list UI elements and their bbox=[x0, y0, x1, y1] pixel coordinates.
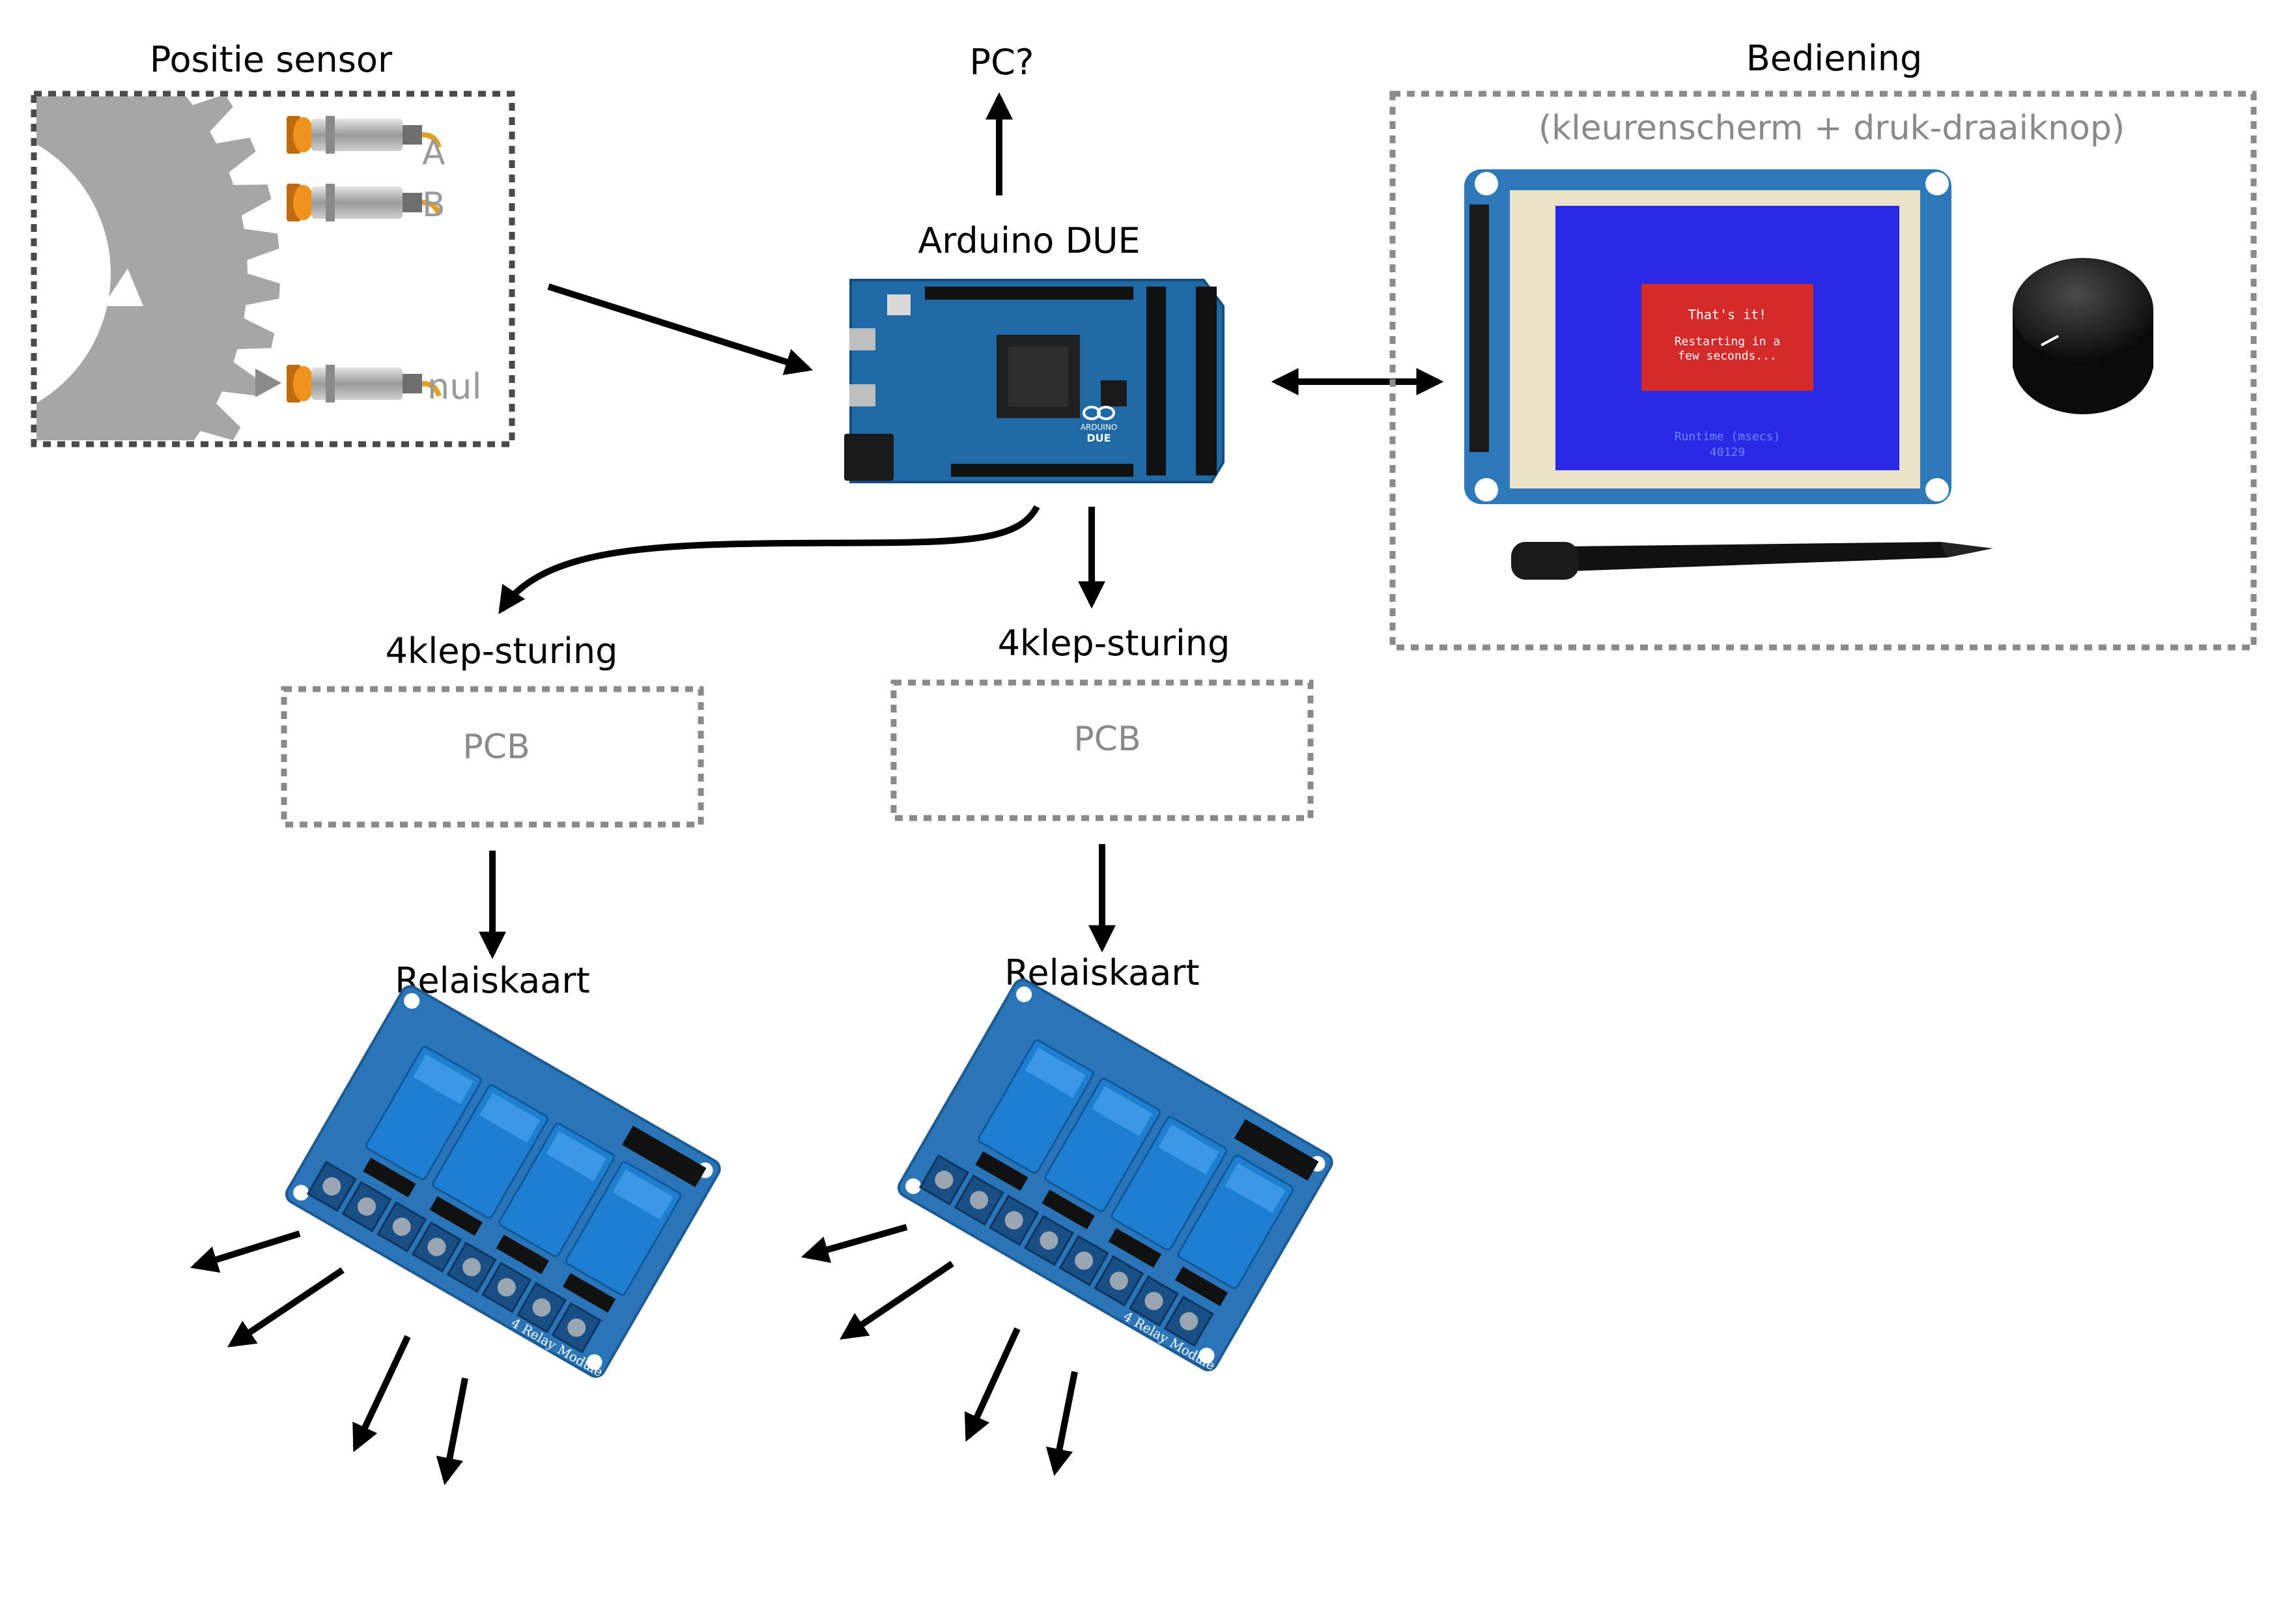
arduino-label: Arduino DUE bbox=[918, 220, 1140, 261]
screen-line1: That's it! bbox=[1688, 307, 1766, 322]
screen-footer2: 40129 bbox=[1710, 445, 1745, 459]
relay-module-left-icon: 4 Relay Module bbox=[285, 985, 721, 1380]
relay-left-output-arrow-2 bbox=[227, 1267, 345, 1348]
position-sensor-title: Positie sensor bbox=[150, 39, 393, 80]
pcb-right-label: PCB bbox=[1073, 720, 1141, 759]
relay-left-output-arrow-1 bbox=[190, 1230, 301, 1273]
tft-display-module-icon: That's it! Restarting in a few seconds..… bbox=[1464, 169, 1951, 504]
pc-label: PC? bbox=[970, 42, 1034, 83]
gear-marker-triangle-icon bbox=[103, 268, 143, 306]
inductive-sensor-a-icon bbox=[287, 116, 442, 154]
pcb-left-label: PCB bbox=[462, 728, 530, 767]
relay-right-output-arrow-4 bbox=[1045, 1371, 1078, 1477]
gear-wheel-icon bbox=[36, 96, 280, 440]
arduino-infinity-logo-icon bbox=[1083, 406, 1115, 420]
klep-left-label: 4klep-sturing bbox=[386, 630, 618, 672]
relay-right-output-arrow-1 bbox=[801, 1224, 908, 1263]
screen-line2: Restarting in a bbox=[1675, 335, 1781, 348]
arduino-board-model: DUE bbox=[1086, 432, 1111, 444]
sensor-nul-label: nul bbox=[427, 366, 481, 407]
relay-right-output-arrows bbox=[801, 1224, 1078, 1477]
sensor-a-label: A bbox=[422, 134, 446, 173]
sensor-b-label: B bbox=[422, 186, 446, 225]
bediening-box bbox=[1389, 91, 2257, 651]
inductive-sensor-nul-icon bbox=[287, 365, 442, 403]
rotary-knob-icon bbox=[2013, 258, 2153, 414]
position-sensor-group: Positie sensor A B bbox=[31, 39, 515, 447]
pcb-right-box bbox=[890, 679, 1314, 821]
relay-left-output-arrow-3 bbox=[352, 1335, 411, 1452]
arduino-due-board-icon: ARDUINO DUE bbox=[844, 279, 1225, 483]
bediening-title: Bediening bbox=[1746, 38, 1923, 79]
bediening-subtitle: (kleurenscherm + druk-draaiknop) bbox=[1538, 109, 2125, 148]
klep-right-label: 4klep-sturing bbox=[998, 623, 1230, 664]
pcb-left-box bbox=[281, 686, 704, 828]
arrow-arduino-to-klep-left bbox=[498, 505, 1040, 614]
inductive-sensor-b-icon bbox=[287, 184, 442, 221]
arrow-sensor-to-arduino bbox=[547, 283, 814, 375]
screen-line3: few seconds... bbox=[1678, 349, 1777, 363]
stylus-pen-icon bbox=[1511, 542, 1993, 580]
position-sensor-box bbox=[31, 91, 515, 447]
relay-right-output-arrow-3 bbox=[964, 1327, 1021, 1442]
screen-footer1: Runtime (msecs) bbox=[1675, 430, 1781, 444]
nul-marker-triangle-icon bbox=[255, 369, 281, 397]
relay-left-output-arrow-4 bbox=[436, 1378, 468, 1486]
relay-right-output-arrow-2 bbox=[840, 1260, 954, 1340]
arduino-board-logo: ARDUINO bbox=[1081, 423, 1118, 432]
relay-module-right-icon: 4 Relay Module bbox=[897, 978, 1333, 1374]
relay-left-output-arrows bbox=[190, 1230, 468, 1486]
